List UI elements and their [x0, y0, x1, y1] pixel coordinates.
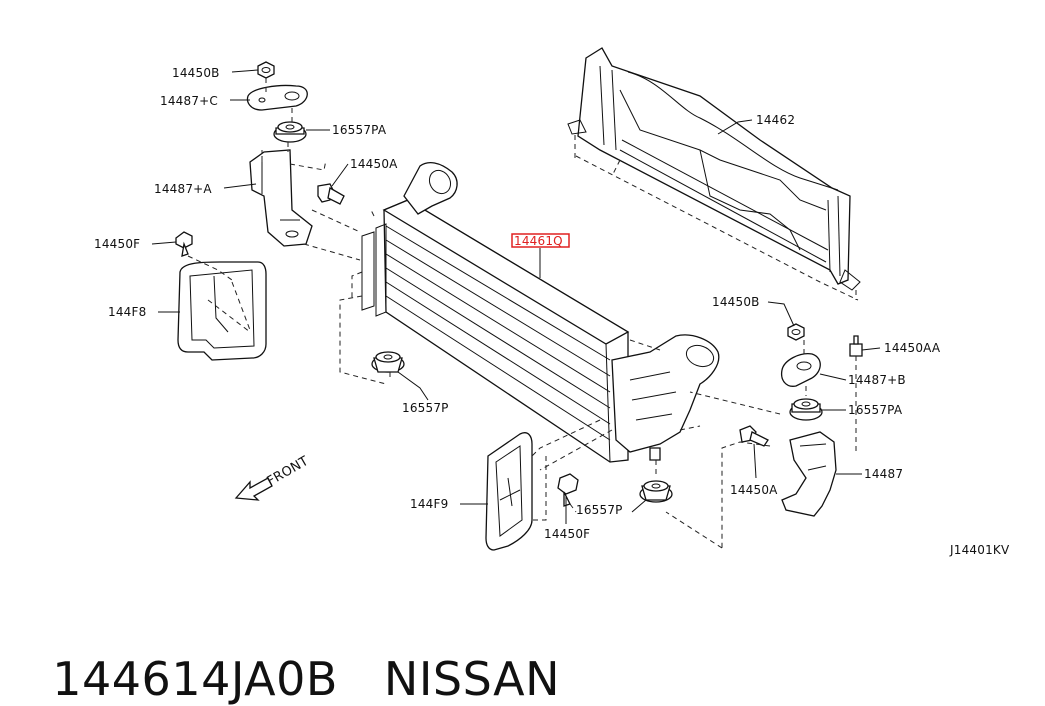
- grommet-16557PA-top: [273, 121, 307, 143]
- label-14450AA: 14450AA: [884, 341, 941, 355]
- bracket-14487B: [780, 353, 821, 387]
- nut-14450B-right: [787, 323, 805, 341]
- assembly-lines: [187, 78, 859, 549]
- label-14487C: 14487+C: [160, 94, 218, 108]
- diagram-code: J14401KV: [949, 543, 1010, 557]
- clip-14450F-left: [175, 231, 193, 257]
- label-14461Q: 14461Q: [514, 234, 563, 248]
- part-number: 144614JA0B: [52, 652, 338, 706]
- radiator-shroud: [567, 47, 861, 300]
- grommet-16557PA-right: [789, 398, 823, 421]
- front-indicator: FRONT: [234, 454, 312, 501]
- bracket-14487A: [249, 149, 313, 247]
- bracket-14487: [781, 431, 837, 517]
- bracket-14487C: [246, 84, 308, 111]
- label-14450B-right: 14450B: [712, 295, 760, 309]
- parts-diagram: 14450B 14487+C 16557PA 14450A 14487+A 14…: [94, 47, 1010, 557]
- clip-14450F-bottom: [557, 473, 579, 507]
- label-14450A-top: 14450A: [350, 157, 398, 171]
- grommet-16557P-bottom: [639, 480, 673, 503]
- leader-lines: [151, 69, 881, 524]
- part-labels: 14450B 14487+C 16557PA 14450A 14487+A 14…: [94, 66, 1010, 557]
- brand-name: NISSAN: [383, 652, 561, 706]
- label-14450F-bottom: 14450F: [544, 527, 590, 541]
- grommet-16557P-left: [371, 351, 405, 373]
- bolt-14450AA: [849, 335, 863, 357]
- footer-caption: 144614JA0B NISSAN: [22, 598, 560, 706]
- label-16557PA-top: 16557PA: [332, 123, 387, 137]
- label-16557P-bottom: 16557P: [576, 503, 623, 517]
- front-arrow-icon: [234, 477, 273, 501]
- front-label: FRONT: [265, 454, 312, 490]
- label-14450B-top: 14450B: [172, 66, 220, 80]
- label-144F8: 144F8: [108, 305, 146, 319]
- label-14487: 14487: [864, 467, 903, 481]
- label-14450A-right: 14450A: [730, 483, 778, 497]
- label-14450F-left: 14450F: [94, 237, 140, 251]
- bolt-14450A-top: [317, 183, 345, 205]
- seal-144F8: [177, 261, 267, 361]
- label-144F9: 144F9: [410, 497, 448, 511]
- intercooler-core: [361, 161, 720, 463]
- highlight-box: [511, 233, 570, 248]
- bolt-14450A-right: [739, 425, 769, 447]
- label-14487A: 14487+A: [154, 182, 212, 196]
- nut-14450B-top: [257, 61, 275, 79]
- label-14487B: 14487+B: [848, 373, 906, 387]
- label-16557PA-right: 16557PA: [848, 403, 903, 417]
- seal-144F9: [485, 432, 533, 551]
- label-14462: 14462: [756, 113, 795, 127]
- label-16557P-left: 16557P: [402, 401, 449, 415]
